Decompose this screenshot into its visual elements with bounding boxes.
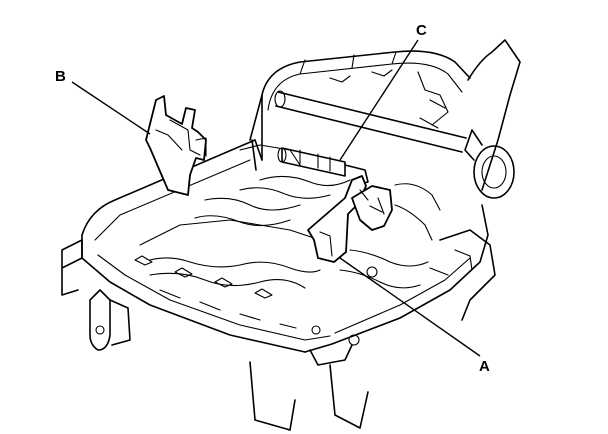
callout-c-leader <box>339 39 419 161</box>
callout-a-label: A <box>479 358 490 375</box>
part-b-bracket <box>145 95 207 196</box>
callout-b-label: B <box>55 68 66 85</box>
seat-cushion-frame <box>61 139 496 431</box>
recliner-disc <box>464 129 515 199</box>
callout-b-leader <box>71 81 151 135</box>
part-a-bracket <box>307 175 393 263</box>
callout-c-label: C <box>416 22 427 39</box>
seat-back-frame <box>249 39 521 199</box>
callout-a-leader <box>339 257 481 357</box>
